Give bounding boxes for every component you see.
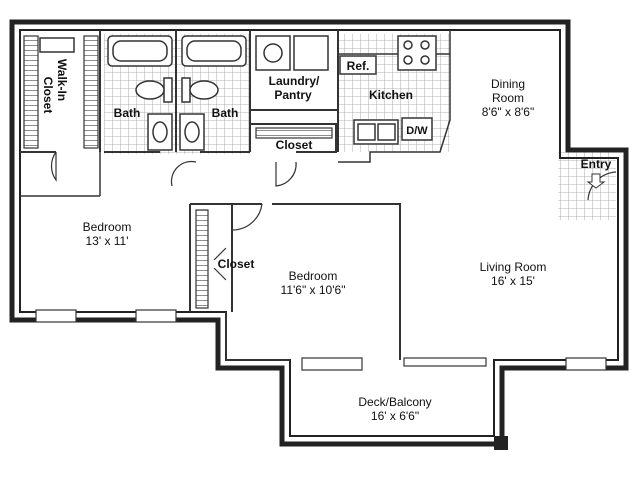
interior-walls — [20, 30, 451, 361]
walk-in-closet-label-2: Closet — [41, 77, 55, 114]
entry-arrow-icon — [586, 173, 606, 189]
toilets — [135, 77, 219, 103]
room-labels: Walk-In Closet Bath Bath Laundry/ Pantry… — [41, 59, 612, 423]
kitchen-sink — [353, 119, 399, 145]
dw-label: D/W — [406, 125, 428, 137]
living-room-label: Living Room — [480, 260, 547, 274]
sinks — [147, 113, 205, 151]
bedroom1-dims: 13' x 11' — [85, 234, 128, 248]
bathtubs — [107, 35, 247, 67]
deck-dims: 16' x 6'6" — [371, 409, 419, 423]
bath-left-label: Bath — [114, 106, 141, 120]
washer-dryer — [255, 35, 329, 71]
deck-post — [494, 436, 508, 450]
ref-label: Ref. — [347, 59, 370, 73]
deck-label: Deck/Balcony — [358, 395, 431, 409]
bath-right-label: Bath — [212, 106, 239, 120]
closet-mid-label: Closet — [218, 257, 255, 271]
kitchen-label: Kitchen — [369, 88, 413, 102]
dining-dims: 8'6" x 8'6" — [482, 105, 534, 119]
pantry-label: Pantry — [274, 88, 312, 102]
dishwasher — [401, 117, 433, 141]
dining-label: Dining — [491, 77, 525, 91]
windows — [35, 309, 607, 371]
dining-label-2: Room — [492, 91, 524, 105]
closet-hall-label: Closet — [276, 138, 313, 152]
stove — [397, 35, 437, 71]
refrigerator — [339, 55, 377, 75]
living-room-dims: 16' x 15' — [491, 274, 535, 288]
entry-label: Entry — [581, 157, 612, 171]
bedroom2-dims: 11'6" x 10'6" — [281, 283, 346, 297]
walk-in-closet-label: Walk-In — [55, 59, 69, 101]
bedroom1-label: Bedroom — [83, 220, 132, 234]
laundry-label: Laundry/ — [269, 74, 320, 88]
bedroom2-label: Bedroom — [289, 269, 338, 283]
